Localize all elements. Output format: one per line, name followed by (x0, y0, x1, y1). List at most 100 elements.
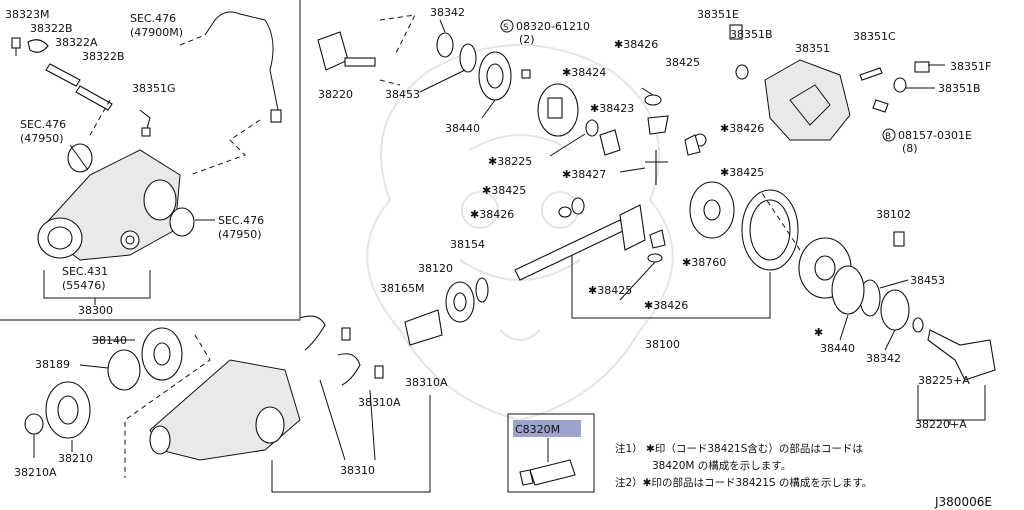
label-38351B-top[interactable]: 38351B (730, 28, 773, 41)
label-38189[interactable]: 38189 (35, 358, 70, 371)
label-08320[interactable]: 08320-61210 (516, 20, 590, 33)
side-gear-38425[interactable] (647, 115, 669, 135)
label-38102[interactable]: 38102 (876, 208, 911, 221)
label-sec476-right[interactable]: SEC.476 (218, 214, 264, 227)
label-38440-top[interactable]: 38440 (445, 122, 480, 135)
label-38120[interactable]: 38120 (418, 262, 453, 275)
spacer-38453[interactable] (459, 43, 477, 73)
drive-pinion-38100[interactable] (514, 204, 666, 281)
oil-seal-38342[interactable] (436, 32, 454, 58)
ring-gear[interactable] (741, 189, 799, 271)
bearing-38120[interactable] (445, 281, 475, 323)
bearing-38342-r[interactable] (880, 289, 910, 331)
label-38310[interactable]: 38310 (340, 464, 375, 477)
bracket-38310A-a[interactable] (299, 315, 326, 351)
oring[interactable] (912, 317, 924, 333)
seal-38189[interactable] (107, 349, 141, 391)
label-38225A[interactable]: 38225+A (918, 374, 970, 387)
washer-38426-b[interactable] (558, 206, 572, 218)
label-sec476-top[interactable]: SEC.476 (130, 12, 176, 25)
clip-38322B[interactable] (27, 39, 49, 53)
flange-38220A[interactable] (927, 329, 996, 381)
stud-38351C[interactable] (859, 67, 883, 81)
pinion-gear-38425[interactable] (684, 134, 701, 156)
collapsible-spacer-38165M[interactable] (404, 309, 443, 346)
label-38426-b[interactable]: ✱38426 (720, 122, 764, 135)
label-38453-top[interactable]: 38453 (385, 88, 420, 101)
label-38351G[interactable]: 38351G (132, 82, 176, 95)
bolt-08320[interactable] (521, 69, 531, 79)
label-38210[interactable]: 38210 (58, 452, 93, 465)
cover-38351[interactable] (764, 59, 851, 141)
label-38322B-a[interactable]: 38322B (30, 22, 73, 35)
plug-38351E[interactable] (729, 24, 743, 40)
bearing-38440[interactable] (478, 51, 512, 101)
label-38425-b[interactable]: ✱38425 (482, 184, 526, 197)
label-38426-d[interactable]: ✱38426 (644, 299, 688, 312)
label-38342-top[interactable]: 38342 (430, 6, 465, 19)
seal-right-47950[interactable] (169, 207, 195, 237)
label-38220[interactable]: 38220 (318, 88, 353, 101)
bolt-08157[interactable] (872, 99, 889, 113)
cross-shaft-38427[interactable] (645, 150, 668, 185)
label-08157[interactable]: 08157-0301E (898, 129, 972, 142)
label-38351[interactable]: 38351 (795, 42, 830, 55)
washer-38425-b[interactable] (571, 197, 585, 215)
label-38165M[interactable]: 38165M (380, 282, 424, 295)
label-sec476-left[interactable]: SEC.476 (20, 118, 66, 131)
label-38210A[interactable]: 38210A (14, 466, 57, 479)
washer-38225[interactable] (585, 119, 599, 137)
label-38351C[interactable]: 38351C (853, 30, 896, 43)
label-38322B-b[interactable]: 38322B (82, 50, 125, 63)
label-38100[interactable]: 38100 (645, 338, 680, 351)
label-38427[interactable]: ✱38427 (562, 168, 606, 181)
washer-38351B-top[interactable] (735, 64, 749, 80)
washer-38425-a[interactable] (644, 94, 662, 106)
label-38220A[interactable]: 38220+A (915, 418, 967, 431)
breather-38351G[interactable] (139, 109, 151, 137)
washer-38351B-r[interactable] (893, 77, 907, 93)
label-38310A-b[interactable]: 38310A (358, 396, 401, 409)
bolt-38102[interactable] (893, 231, 905, 247)
spacer-38154[interactable] (475, 277, 489, 303)
harness-sec476[interactable] (204, 11, 282, 123)
label-38310A-a[interactable]: 38310A (405, 376, 448, 389)
label-sealant[interactable]: C8320M (515, 423, 560, 436)
label-38342-r[interactable]: 38342 (866, 352, 901, 365)
carrier-housing-38310[interactable] (149, 359, 301, 461)
label-38424[interactable]: ✱38424 (562, 66, 606, 79)
label-sec431[interactable]: SEC.431 (62, 265, 108, 278)
bracket-38310A-b[interactable] (337, 353, 361, 386)
plug-38351F[interactable] (914, 61, 930, 73)
bearing-38440-r[interactable] (831, 265, 865, 315)
label-38351E[interactable]: 38351E (697, 8, 739, 21)
label-38760[interactable]: ✱38760 (682, 256, 726, 269)
sealant-box[interactable] (507, 413, 595, 493)
label-38322A[interactable]: 38322A (55, 36, 98, 49)
diff-case-38424[interactable] (537, 83, 579, 137)
nut-38210A[interactable] (24, 413, 44, 435)
hose-38322A[interactable] (45, 63, 81, 87)
bearing-38140[interactable] (141, 327, 183, 381)
label-38351F[interactable]: 38351F (950, 60, 991, 73)
gear-38423[interactable] (599, 129, 621, 156)
pinion-38760[interactable] (689, 181, 735, 239)
label-38425-c[interactable]: ✱38425 (720, 166, 764, 179)
seal-left-47950[interactable] (67, 143, 93, 173)
label-38300[interactable]: 38300 (78, 304, 113, 317)
label-38453-r[interactable]: 38453 (910, 274, 945, 287)
flange-38220[interactable] (317, 31, 376, 71)
label-38425-a[interactable]: 38425 (665, 56, 700, 69)
final-drive-assembly-38300[interactable] (37, 149, 181, 261)
hose-38322B[interactable] (75, 85, 113, 111)
label-38426-a[interactable]: ✱38426 (614, 38, 658, 51)
label-38440-r[interactable]: 38440 (820, 342, 855, 355)
bolt-38310A[interactable] (341, 327, 384, 379)
label-38140[interactable]: 38140 (92, 334, 127, 347)
label-38154[interactable]: 38154 (450, 238, 485, 251)
label-38351B-r[interactable]: 38351B (938, 82, 981, 95)
label-38323M[interactable]: 38323M (5, 8, 49, 21)
label-38423[interactable]: ✱38423 (590, 102, 634, 115)
bolt-38323M[interactable] (11, 37, 21, 56)
label-38425-d[interactable]: ✱38425 (588, 284, 632, 297)
